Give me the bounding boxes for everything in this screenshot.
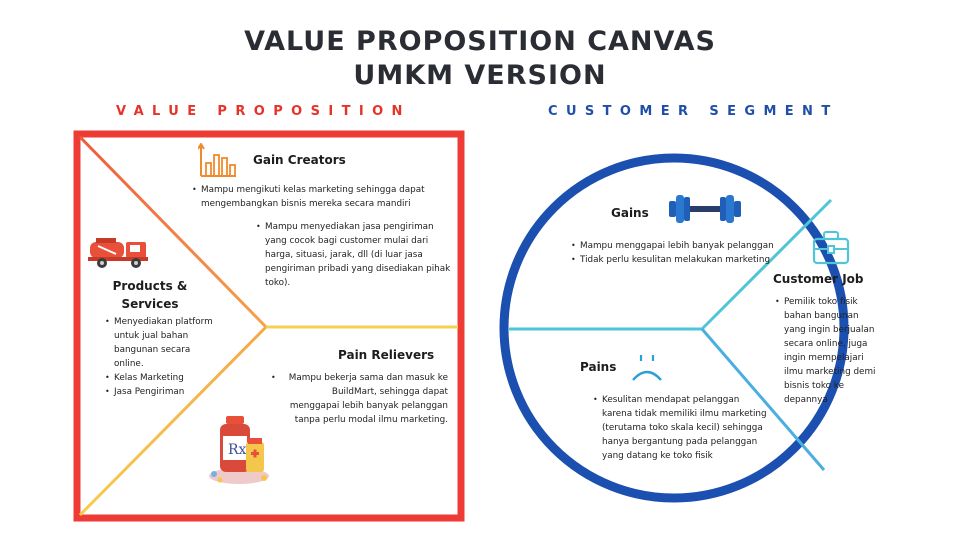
products-services-heading: Products & Services [100,277,200,313]
pains-heading: Pains [580,360,617,374]
value-proposition-square [73,130,465,522]
dumbbell-icon [669,195,741,223]
canvas-subtitle: UMKM VERSION [353,60,607,91]
value-proposition-label: VALUE PROPOSITION [116,104,411,119]
gain-creators-list: Mampu mengikuti kelas marketing sehingga… [191,183,429,211]
customer-segment-label: CUSTOMER SEGMENT [548,104,839,119]
svg-text:Rx: Rx [228,442,247,458]
pains-list: Kesulitan mendapat pelanggan karena tida… [592,393,772,463]
pain-relievers-heading: Pain Relievers [338,348,435,362]
medicine-icon: Rx [209,416,269,484]
pain-relievers-item: Mampu bekerja sama dan masuk ke BuildMar… [271,371,448,427]
gains-item: Tidak perlu kesulitan melakukan marketin… [571,253,776,267]
briefcase-icon [812,231,850,265]
customer-job-heading: Customer Job [773,272,864,286]
gains-heading: Gains [611,206,649,220]
products-services-item: Jasa Pengiriman [105,385,218,399]
gains-list: Mampu menggapai lebih banyak pelanggan T… [570,239,776,267]
gain-creators-item: Mampu mengikuti kelas marketing sehingga… [192,183,429,211]
pains-item: Kesulitan mendapat pelanggan karena tida… [593,393,772,463]
pain-relievers-list: Mampu bekerja sama dan masuk ke BuildMar… [270,371,448,427]
gain-creators-list-2: Mampu menyediakan jasa pengiriman yang c… [255,220,455,290]
canvas-title: VALUE PROPOSITION CANVAS [244,26,716,57]
sad-face-icon [632,355,662,381]
cement-truck-icon [88,238,148,268]
customer-job-list: Pemilik toko fisik bahan bangunan yang i… [774,295,880,407]
products-services-heading-line2: Services [121,297,179,311]
products-services-list: Menyediakan platform untuk jual bahan ba… [104,315,218,399]
products-services-item: Kelas Marketing [105,371,218,385]
gain-creators-item: Mampu menyediakan jasa pengiriman yang c… [256,220,455,290]
products-services-heading-line1: Products & [112,279,188,293]
customer-job-item: Pemilik toko fisik bahan bangunan yang i… [775,295,880,407]
gain-creators-heading: Gain Creators [253,153,346,167]
products-services-item: Menyediakan platform untuk jual bahan ba… [105,315,218,371]
gains-item: Mampu menggapai lebih banyak pelanggan [571,239,776,253]
bar-chart-icon [198,143,236,177]
square-diagonal-upper [78,135,268,329]
square-diagonal-lower [78,325,268,517]
